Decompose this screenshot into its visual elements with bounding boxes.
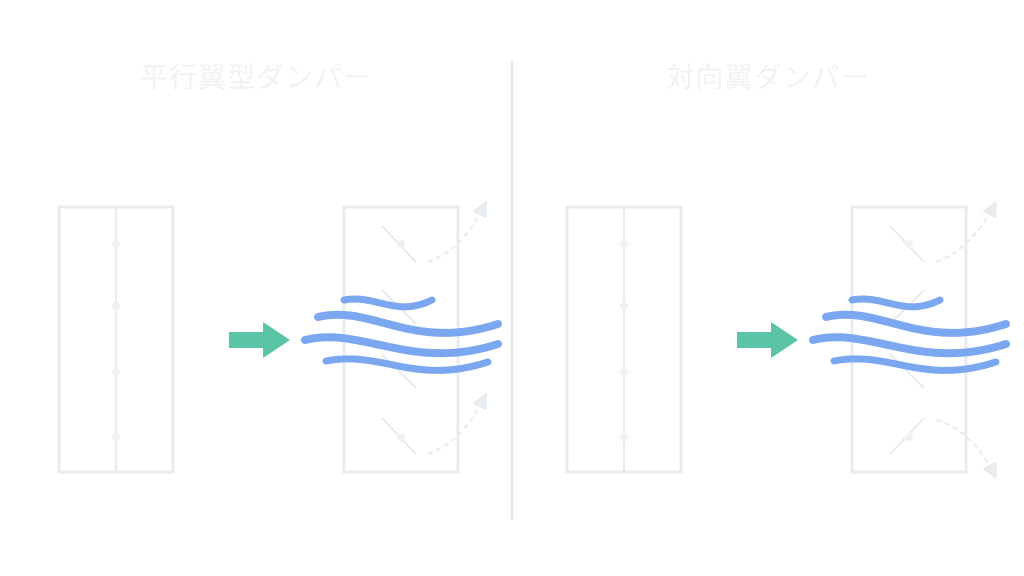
pivot-icon <box>620 433 628 441</box>
curved-arrow-icon <box>427 392 487 455</box>
right-arrow-icon <box>737 322 798 358</box>
airflow-icon <box>809 295 1010 374</box>
right-arrow-icon <box>229 322 290 358</box>
opposed-damper-closed <box>565 205 683 474</box>
pivot-icon <box>397 240 405 248</box>
pivot-icon <box>905 433 913 441</box>
pivot-icon <box>620 240 628 248</box>
pivot-icon <box>905 240 913 248</box>
pivot-icon <box>620 368 628 376</box>
pivot-icon <box>112 240 120 248</box>
damper-blade <box>381 353 417 389</box>
opposed-damper-title: 対向翼ダンパー <box>666 61 870 94</box>
pivot-icon <box>620 302 628 310</box>
parallel-damper-closed <box>57 205 175 474</box>
curved-arrow-icon <box>427 200 487 263</box>
parallel-damper-title: 平行翼型ダンパー <box>139 61 372 94</box>
pivot-icon <box>112 368 120 376</box>
parallel-damper-open <box>342 200 487 474</box>
curved-arrow-icon <box>935 419 997 480</box>
damper-blade <box>889 353 925 389</box>
curved-arrow-icon <box>935 200 997 263</box>
pivot-icon <box>112 302 120 310</box>
pivot-icon <box>397 433 405 441</box>
pivot-icon <box>112 433 120 441</box>
airflow-icon <box>301 295 502 374</box>
